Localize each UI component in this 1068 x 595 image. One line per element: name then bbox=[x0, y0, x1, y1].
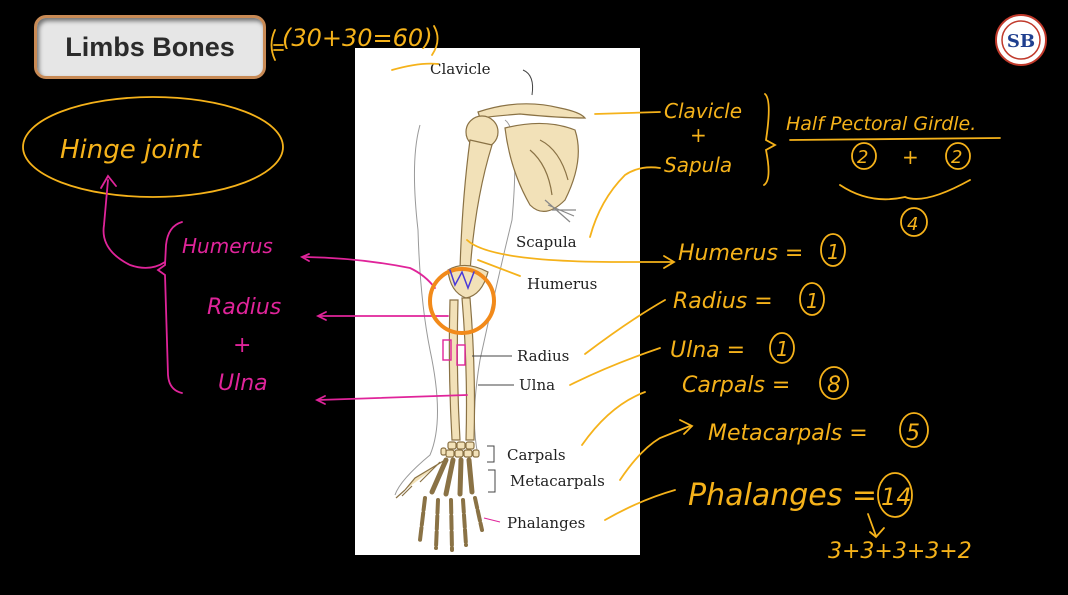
note-plus: + bbox=[690, 123, 707, 147]
orange-annotations bbox=[270, 25, 1001, 539]
left-text: Hinge joint Humerus Radius + Ulna bbox=[60, 135, 281, 396]
left-annotations bbox=[22, 96, 496, 405]
girdle-a-circle bbox=[851, 142, 877, 170]
note-girdle-b: 2 bbox=[951, 147, 962, 168]
note-girdle: Half Pectoral Girdle. bbox=[786, 113, 976, 135]
note-phalanges: Phalanges = bbox=[688, 478, 877, 513]
elbow-highlight-ring bbox=[428, 267, 496, 335]
note-left-ulna: Ulna bbox=[218, 371, 268, 396]
label-carpals: Carpals bbox=[507, 446, 566, 464]
label-humerus: Humerus bbox=[527, 275, 597, 293]
note-girdle-plus: + bbox=[902, 145, 919, 169]
note-left-humerus: Humerus bbox=[182, 234, 273, 258]
note-left-radius: Radius bbox=[207, 295, 281, 320]
label-scapula: Scapula bbox=[516, 233, 577, 251]
note-phalanges-count: 14 bbox=[881, 483, 912, 511]
note-carpals: Carpals = bbox=[682, 373, 790, 398]
note-ulna: Ulna = bbox=[670, 338, 745, 363]
orange-text: (30+30=60) Clavicle + Sapula Half Pector… bbox=[282, 24, 976, 564]
note-phalanges-sum: 3+3+3+3+2 bbox=[828, 539, 972, 564]
note-humerus: Humerus = bbox=[678, 241, 803, 266]
ulna-count-circle bbox=[769, 332, 795, 364]
humerus-bone bbox=[459, 139, 493, 273]
hinge-joint-ellipse bbox=[22, 96, 284, 198]
radius-count-circle bbox=[799, 282, 825, 316]
printed-labels: Clavicle Scapula Humerus Radius Ulna Car… bbox=[430, 60, 605, 532]
note-left-plus: + bbox=[233, 333, 251, 358]
ulna-bone bbox=[461, 297, 476, 441]
circled-counts bbox=[769, 142, 971, 518]
note-scapula: Sapula bbox=[664, 153, 732, 177]
title-box: Limbs Bones bbox=[34, 15, 266, 79]
note-ulna-count: 1 bbox=[776, 337, 789, 361]
note-hinge-joint: Hinge joint bbox=[60, 135, 202, 165]
note-girdle-total: 4 bbox=[907, 214, 918, 235]
label-phalanges: Phalanges bbox=[507, 514, 585, 532]
humerus-count-circle bbox=[820, 233, 846, 267]
note-carpals-count: 8 bbox=[827, 373, 841, 398]
equation: (30+30=60) bbox=[282, 24, 433, 52]
label-ulna: Ulna bbox=[519, 376, 555, 394]
label-clavicle: Clavicle bbox=[430, 60, 491, 78]
page-title: Limbs Bones bbox=[65, 32, 235, 62]
label-radius: Radius bbox=[517, 347, 569, 365]
clavicle-bone bbox=[477, 103, 587, 119]
metacarpals-count-circle bbox=[899, 412, 929, 448]
note-radius-count: 1 bbox=[806, 289, 819, 313]
logo-text: SB bbox=[1007, 31, 1035, 52]
note-humerus-count: 1 bbox=[827, 240, 840, 264]
carpals-count-circle bbox=[819, 366, 849, 400]
note-clavicle: Clavicle bbox=[664, 99, 742, 123]
brand-logo: SB bbox=[995, 14, 1047, 66]
label-metacarpals: Metacarpals bbox=[510, 472, 605, 490]
scapula-bone bbox=[504, 122, 579, 212]
phalanges-count-circle bbox=[877, 472, 913, 518]
hand-bones bbox=[395, 457, 484, 552]
girdle-total-circle bbox=[900, 207, 928, 237]
note-girdle-a: 2 bbox=[857, 147, 868, 168]
carpal-bones bbox=[440, 441, 480, 458]
radius-bone bbox=[448, 299, 461, 441]
note-radius: Radius = bbox=[673, 289, 773, 314]
note-metacarpals-count: 5 bbox=[906, 421, 920, 446]
girdle-b-circle bbox=[945, 142, 971, 170]
note-metacarpals: Metacarpals = bbox=[708, 421, 868, 446]
